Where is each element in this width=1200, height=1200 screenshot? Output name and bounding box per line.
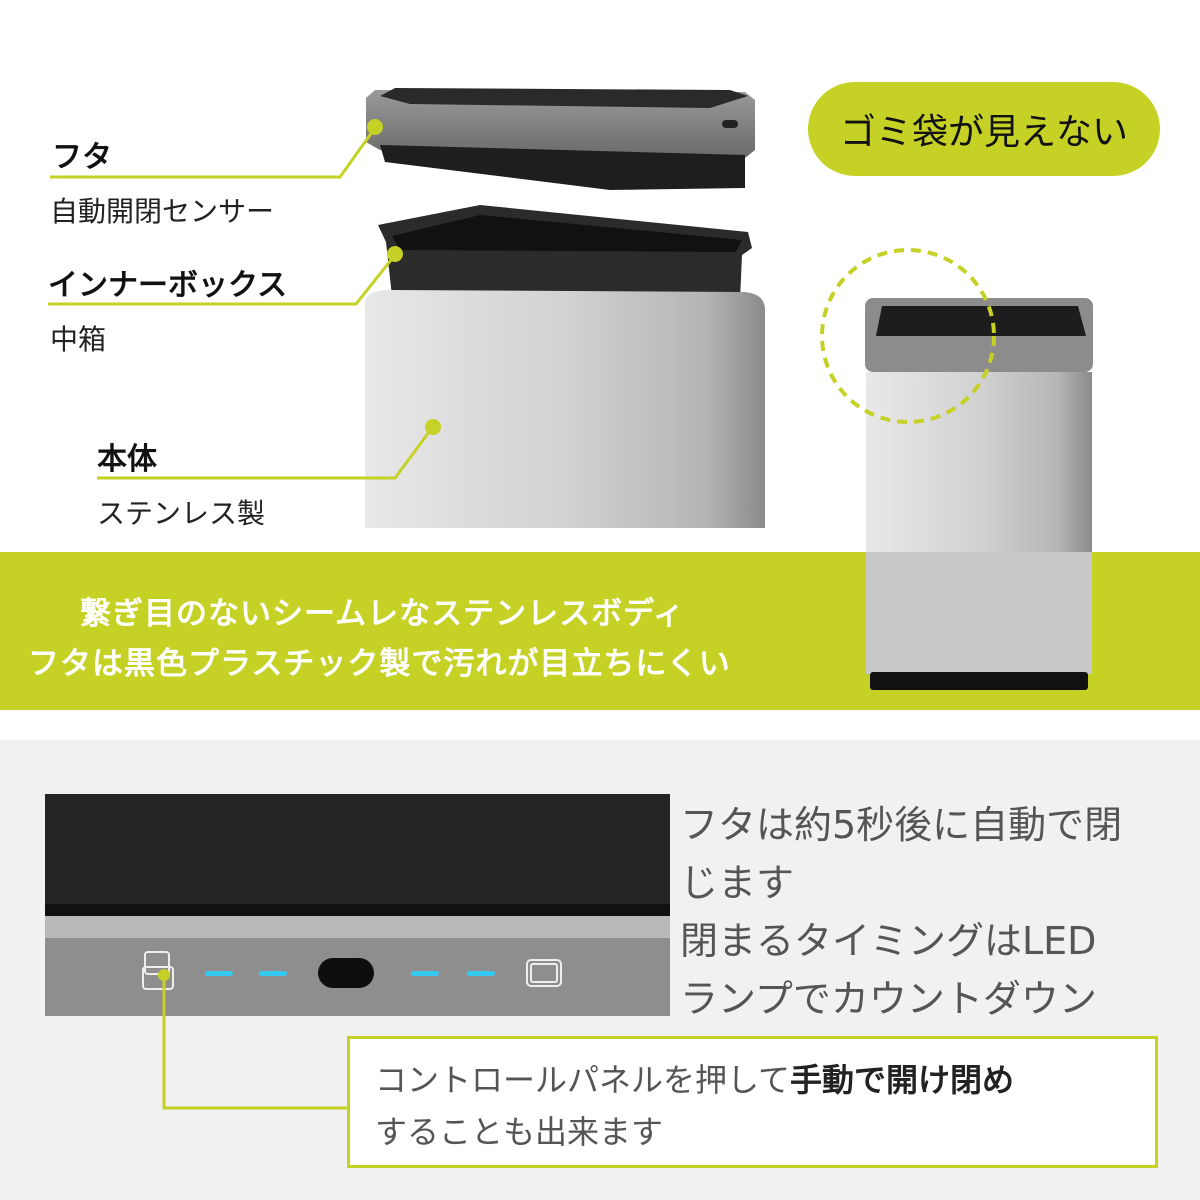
band-line-1: 繋ぎ目のないシームレなステンレスボディ (80, 596, 685, 632)
close-lid-icon (526, 959, 562, 987)
label-inner-box: インナーボックス (48, 268, 288, 303)
badge-no-bag-visible: ゴミ袋が見えない (808, 82, 1160, 176)
callout-lines (48, 127, 434, 480)
note-prefix: コントロールパネルを押して (375, 1061, 791, 1099)
body-image (365, 290, 765, 528)
manual-note-box (347, 1036, 1158, 1168)
open-lid-icon (142, 951, 174, 990)
description-line: 閉まるタイミングはLED (680, 919, 1097, 963)
can-overlap (866, 552, 1092, 690)
description-line: フタは約5秒後に自動で閉 (680, 803, 1123, 847)
product-illustration (48, 88, 1093, 690)
description-line: ランプでカウントダウン (680, 977, 1097, 1021)
label-inner-box-detail: 中箱 (50, 323, 107, 356)
label-lid: フタ (52, 140, 112, 175)
note-emphasis: 手動で開け閉め (790, 1061, 1015, 1099)
label-body: 本体 (97, 442, 157, 477)
note-line-2: することも出来ます (375, 1113, 664, 1151)
label-body-detail: ステンレス製 (97, 497, 266, 530)
inner-box-image (378, 205, 752, 300)
auto-close-description: フタは約5秒後に自動で閉 じます 閉まるタイミングはLED ランプでカウントダウ… (680, 796, 1122, 1028)
band-line-2: フタは黒色プラスチック製で汚れが目立ちにくい (28, 646, 731, 682)
lid-image (366, 88, 755, 190)
led-indicators (205, 971, 495, 976)
sensor-window (318, 958, 374, 988)
description-line: じます (680, 861, 795, 905)
control-panel-image (45, 794, 670, 1110)
manual-note-text: コントロールパネルを押して手動で開け閉め することも出来ます (375, 1054, 1014, 1158)
highlight-circle (820, 248, 996, 424)
label-lid-detail: 自動開閉センサー (50, 195, 275, 228)
